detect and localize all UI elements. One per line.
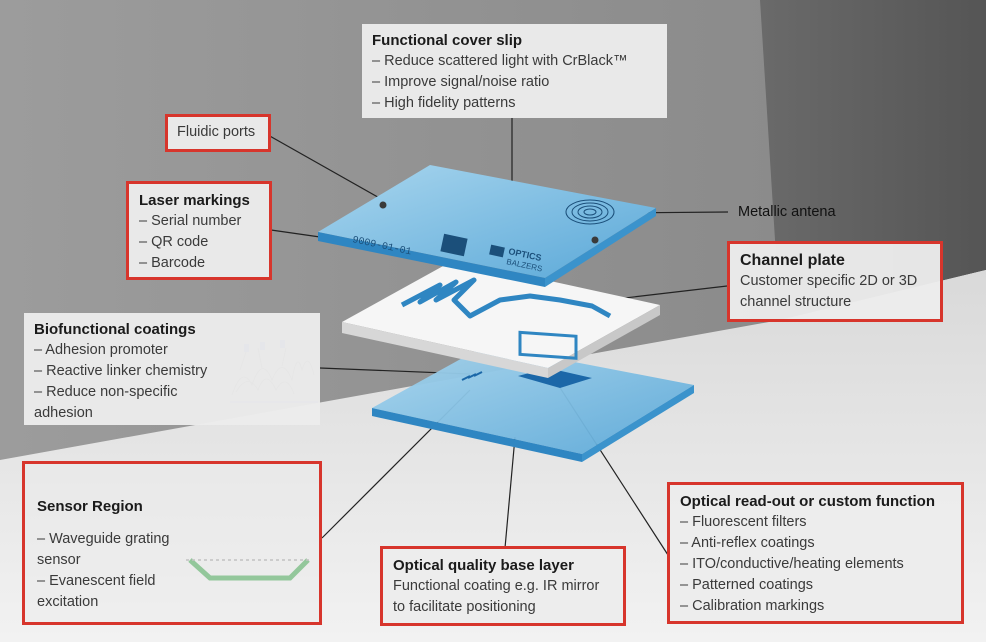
list-item: Calibration markings xyxy=(680,596,951,617)
right-wall xyxy=(760,0,986,320)
fluidic-ports-label: Fluidic ports xyxy=(177,124,256,140)
biofunctional-title: Biofunctional coatings xyxy=(34,321,196,338)
cover-slip-callout: Functional cover slip Reduce scattered l… xyxy=(362,24,667,118)
fluidic-port-2 xyxy=(591,236,599,244)
base-layer-callout: Optical quality base layer Functional co… xyxy=(380,546,626,626)
list-item: Improve signal/noise ratio xyxy=(372,72,657,93)
channel-plate-callout: Channel plate Customer specific 2D or 3D… xyxy=(727,241,943,322)
channel-plate-desc: Customer specific 2D or 3D channel struc… xyxy=(740,273,918,310)
metallic-antenna-label: Metallic antena xyxy=(738,204,836,220)
list-item: Serial number xyxy=(139,211,259,232)
sensor-region-title: Sensor Region xyxy=(37,498,143,515)
list-item: Reduce scattered light with CrBlack™ xyxy=(372,51,657,72)
list-item: Barcode xyxy=(139,253,259,274)
base-layer-desc: Functional coating e.g. IR mirror to fac… xyxy=(393,578,600,615)
channel-structure xyxy=(400,277,612,319)
cover-slip: 9009-01-01 OPTICS BALZERS xyxy=(318,165,656,287)
list-item: Patterned coatings xyxy=(680,575,951,596)
fluidic-port-1 xyxy=(379,201,387,209)
list-item: Evanescent field excitation xyxy=(37,571,187,613)
logo-mark xyxy=(489,244,505,258)
list-item: Reactive linker chemistry xyxy=(34,361,234,382)
list-item: Reduce non-specific adhesion xyxy=(34,382,234,424)
list-item: QR code xyxy=(139,232,259,253)
readout-title: Optical read-out or custom function xyxy=(680,493,936,510)
biofunctional-callout: Biofunctional coatings Adhesion promoter… xyxy=(24,313,320,425)
list-item: Anti-reflex coatings xyxy=(680,533,951,554)
qr-code xyxy=(440,233,468,257)
readout-callout: Optical read-out or custom function Fluo… xyxy=(667,482,964,624)
list-item: Adhesion promoter xyxy=(34,340,234,361)
channel-plate-title: Channel plate xyxy=(740,252,845,269)
channel-plate xyxy=(342,260,660,378)
list-item: Waveguide grating sensor xyxy=(37,529,187,571)
sensor-region-callout: Sensor Region Waveguide grating sensor E… xyxy=(22,461,322,625)
cover-slip-title: Functional cover slip xyxy=(372,32,523,49)
base-layer-title: Optical quality base layer xyxy=(393,557,574,574)
base-layer xyxy=(372,345,694,462)
antenna-spiral xyxy=(565,199,615,225)
list-item: ITO/conductive/heating elements xyxy=(680,554,951,575)
list-item: High fidelity patterns xyxy=(372,93,657,114)
laser-markings-callout: Laser markings Serial number QR code Bar… xyxy=(126,181,272,280)
list-item: Fluorescent filters xyxy=(680,512,951,533)
laser-markings-title: Laser markings xyxy=(139,192,250,209)
fluidic-ports-callout: Fluidic ports xyxy=(165,114,271,152)
